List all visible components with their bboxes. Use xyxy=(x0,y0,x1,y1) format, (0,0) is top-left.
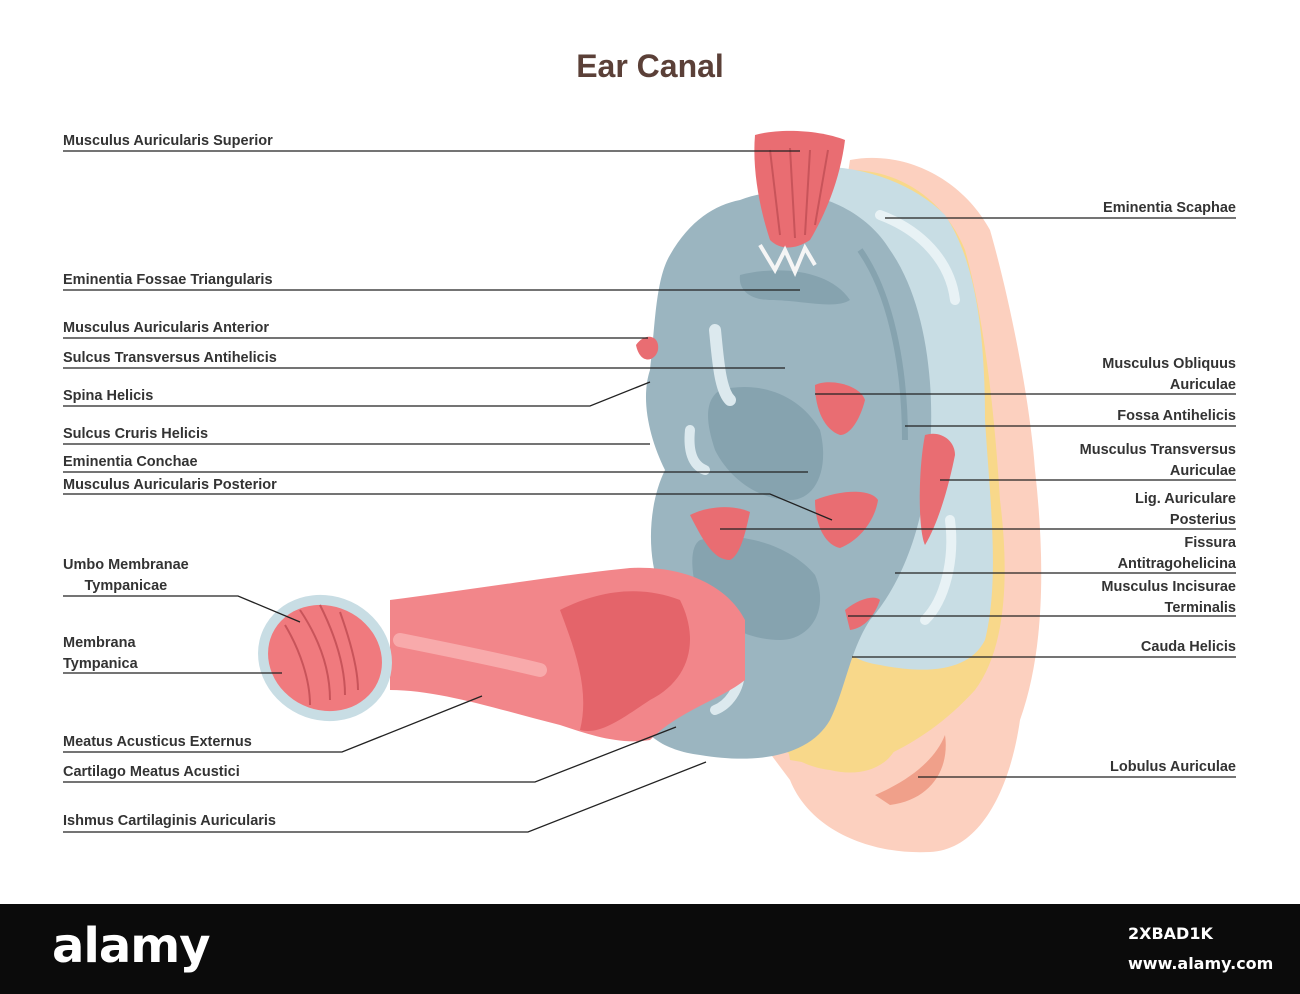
muscle-posterior xyxy=(815,491,878,548)
tympanic-fibers xyxy=(284,604,359,706)
alamy-logo: alamy xyxy=(52,918,211,974)
muscle-incisurae-terminalis xyxy=(845,597,880,630)
body-highlight-2 xyxy=(684,425,710,475)
site-url-text: www.alamy.com xyxy=(1128,954,1274,973)
helix-rim xyxy=(760,166,993,670)
muscle-auricularis-superior xyxy=(754,130,845,248)
label-cartilago-meatus-acustici: Cartilago Meatus Acustici xyxy=(63,764,240,780)
label-fissura-antitragohelicina: Fissura Antitragohelicina xyxy=(1117,535,1236,572)
label-sulcus-cruris-helicis: Sulcus Cruris Helicis xyxy=(63,426,209,442)
label-lobulus-auriculae: Lobulus Auriculae xyxy=(1110,759,1236,775)
muscle-sup-fibers xyxy=(769,147,829,239)
helix-highlight-2 xyxy=(920,515,957,625)
tympanic-membrane xyxy=(268,604,382,712)
label-musculus-auricularis-anterior: Musculus Auricularis Anterior xyxy=(63,320,269,336)
image-id-text: 2XBAD1K xyxy=(1128,924,1213,943)
diagram-canvas: Ear Canal xyxy=(63,48,1236,853)
muscle-auricularis-anterior xyxy=(636,336,659,360)
label-musculus-auricularis-superior: Musculus Auricularis Superior xyxy=(63,133,273,149)
muscle-transversus xyxy=(919,433,955,545)
label-sulcus-transversus-antihelicis: Sulcus Transversus Antihelicis xyxy=(63,350,277,366)
ear-illustration xyxy=(63,130,1236,853)
label-musculus-transversus-auriculae: Musculus Transversus Auriculae xyxy=(1079,442,1236,479)
label-ishmus-cartilaginis-auricularis: Ishmus Cartilaginis Auricularis xyxy=(63,813,276,829)
label-membrana-tympanica: Membrana Tympanica xyxy=(63,635,138,672)
label-fossa-antihelicis: Fossa Antihelicis xyxy=(1117,408,1236,424)
muscle-obliquus xyxy=(815,382,865,435)
body-highlight-1 xyxy=(709,324,736,406)
watermark-footer-bar xyxy=(0,904,1300,994)
label-cauda-helicis: Cauda Helicis xyxy=(1140,639,1236,655)
label-eminentia-conchae: Eminentia Conchae xyxy=(63,454,198,470)
lobule-fold xyxy=(875,735,946,805)
ear-canal-shade xyxy=(560,591,690,731)
label-spina-helicis: Spina Helicis xyxy=(63,388,154,404)
label-musculus-auricularis-posterior: Musculus Auricularis Posterior xyxy=(63,477,277,493)
label-eminentia-fossae-triangularis: Eminentia Fossae Triangularis xyxy=(63,272,273,288)
diagram-title: Ear Canal xyxy=(576,48,724,84)
ear-canal-highlight xyxy=(393,633,547,677)
label-musculus-incisurae-terminalis: Musculus Incisurae Terminalis xyxy=(1101,579,1236,616)
muscle-incisurae xyxy=(690,507,750,560)
helix-highlight-1 xyxy=(875,210,960,305)
muscle-sup-tendon xyxy=(758,243,817,278)
label-eminentia-scaphae: Eminentia Scaphae xyxy=(1103,200,1236,216)
label-musculus-obliquus-auriculae: Musculus Obliquus Auriculae xyxy=(1102,356,1236,393)
label-lig-auriculare-posterius: Lig. Auriculare Posterius xyxy=(1135,491,1236,528)
scapha-groove xyxy=(857,248,908,441)
label-umbo-membranae-tympanicae: Umbo Membranae Tympanicae xyxy=(63,557,189,594)
label-meatus-acusticus-externus: Meatus Acusticus Externus xyxy=(63,734,252,750)
leader-lines xyxy=(63,150,1236,833)
fossa-triangularis xyxy=(739,270,850,305)
